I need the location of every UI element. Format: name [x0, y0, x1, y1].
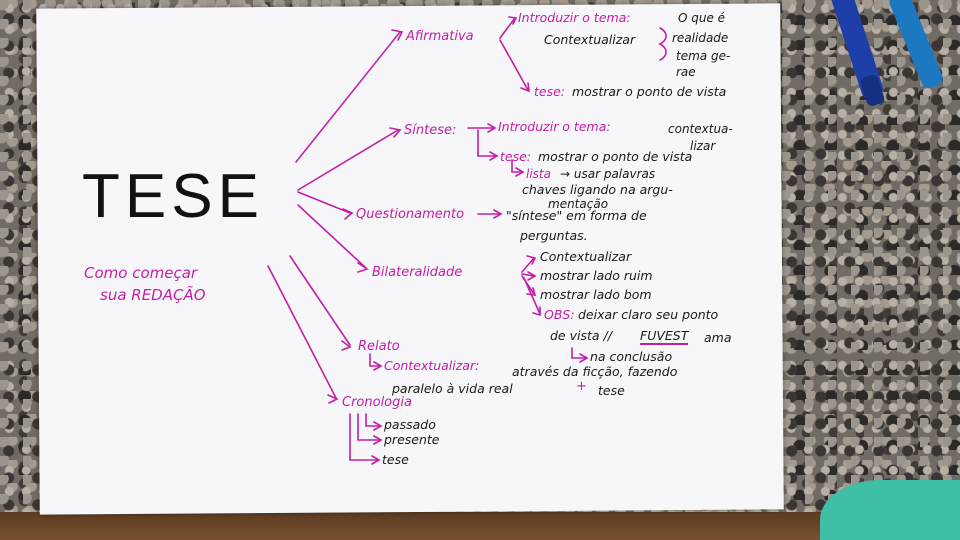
relato-contextualizar: Contextualizar: [384, 358, 480, 373]
afirmativa-label: Afirmativa [406, 29, 474, 44]
sintese-tese-label: tese: [500, 149, 532, 164]
sintese-intro-text-1: contextua- [668, 122, 733, 136]
afirmativa-contextualizar: Contextualizar [544, 32, 636, 47]
bilateralidade-item-3: mostrar lado bom [540, 287, 652, 302]
sintese-lista-text-2: chaves ligando na argu- [522, 182, 673, 197]
afirmativa-note-3: tema ge- [676, 49, 731, 63]
bilateralidade-label: Bilateralidade [372, 265, 463, 280]
sintese-lista-label: lista [526, 167, 551, 181]
fuvest-underlined: FUVEST [640, 328, 689, 345]
bilateralidade-obs-text-3: ama [704, 330, 732, 345]
sintese-tese-text: mostrar o ponto de vista [538, 149, 693, 164]
subtitle-line-1: Como começar [84, 264, 198, 282]
relato-label: Relato [358, 339, 400, 354]
sintese-lista-text-3: mentação [548, 197, 609, 211]
cronologia-item-2: presente [384, 432, 440, 447]
cronologia-label: Cronologia [342, 395, 412, 410]
bilateralidade-item-1: Contextualizar [540, 249, 632, 264]
cronologia-item-1: passado [384, 417, 436, 432]
subtitle-line-2: sua REDAÇÃO [100, 286, 206, 304]
main-title: TESE [82, 162, 264, 231]
bilateralidade-obs-text-4: na conclusão [590, 349, 673, 364]
questionamento-label: Questionamento [356, 207, 465, 222]
relato-text-1: através da ficção, fazendo [512, 364, 678, 379]
teal-cloth [820, 480, 960, 540]
sintese-label: Síntese: [404, 123, 457, 138]
afirmativa-note-4: rae [676, 65, 696, 79]
afirmativa-tese-label: tese: [534, 84, 566, 99]
bilateralidade-item-2: mostrar lado ruim [540, 268, 653, 283]
relato-text-2: paralelo à vida real [392, 381, 513, 396]
sintese-lista-text: → usar palavras [560, 167, 656, 181]
relato-plus: + [576, 379, 587, 394]
sintese-intro-text-2: lizar [690, 139, 716, 153]
sintese-intro-label: Introduzir o tema: [498, 119, 611, 134]
cronologia-item-3: tese [382, 452, 409, 467]
relato-text-3: tese [598, 383, 625, 398]
afirmativa-note-2: realidade [672, 31, 729, 45]
afirmativa-note-1: O que é [678, 11, 726, 25]
fuvest-label: FUVEST [640, 328, 689, 345]
questionamento-text-2: perguntas. [520, 228, 588, 243]
bilateralidade-obs-text-1: deixar claro seu ponto [578, 307, 719, 322]
bilateralidade-obs-text-2: de vista // [550, 328, 612, 343]
afirmativa-intro-label: Introduzir o tema: [518, 10, 631, 25]
afirmativa-tese-text: mostrar o ponto de vista [572, 84, 727, 99]
questionamento-text-1: "síntese" em forma de [506, 208, 647, 223]
wooden-edge [0, 512, 960, 540]
bilateralidade-obs-label: OBS: [544, 307, 575, 322]
